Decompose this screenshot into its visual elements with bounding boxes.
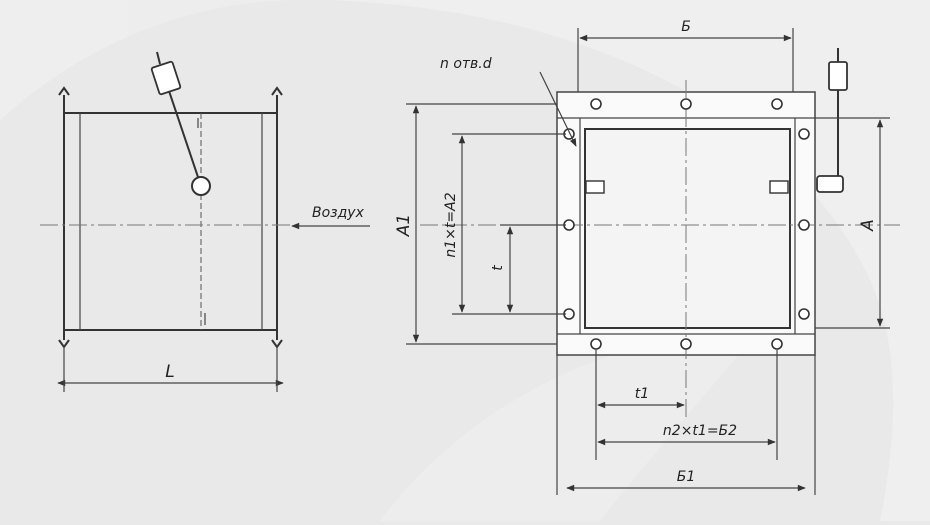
bolt-hole <box>680 338 692 350</box>
handle-knuckle <box>816 175 844 193</box>
bolt-hole <box>798 219 810 231</box>
control-lever <box>166 84 202 187</box>
lever-weight <box>150 60 182 96</box>
holes-leader <box>539 71 577 147</box>
dim-L-label: L <box>165 362 174 382</box>
dim-A2-label: n1×t=A2 <box>443 192 459 257</box>
flange-tip <box>58 86 70 96</box>
bolt-hole <box>680 98 692 110</box>
dim-B-label: Б <box>681 19 691 35</box>
side-view: L Воздух <box>40 51 370 392</box>
bolt-hole <box>771 338 783 350</box>
dim-B2-label: n2×t1=Б2 <box>663 423 737 439</box>
dim-t-label: t <box>490 265 506 271</box>
flange-tip <box>271 86 283 96</box>
blade-bracket <box>585 180 605 194</box>
lever-pivot <box>191 176 211 196</box>
front-opening <box>584 128 791 329</box>
bolt-hole <box>798 308 810 320</box>
bolt-hole <box>590 98 602 110</box>
bolt-hole <box>798 128 810 140</box>
bolt-hole <box>771 98 783 110</box>
side-body <box>63 112 278 331</box>
bolt-hole <box>590 338 602 350</box>
air-flow-label: Воздух <box>312 205 365 221</box>
dim-A-label: A <box>858 219 878 232</box>
blade-bracket <box>769 180 789 194</box>
handle-weight <box>828 61 848 91</box>
holes-label: n отв.d <box>440 56 492 72</box>
dim-B1-label: Б1 <box>677 469 696 485</box>
dim-A1-label: A1 <box>394 214 414 237</box>
lever-tip <box>156 51 161 65</box>
dim-t1-label: t1 <box>635 386 649 402</box>
front-view: n отв.d Б A A1 n1×t=A2 t t1 n2×t1=Б <box>394 19 900 495</box>
